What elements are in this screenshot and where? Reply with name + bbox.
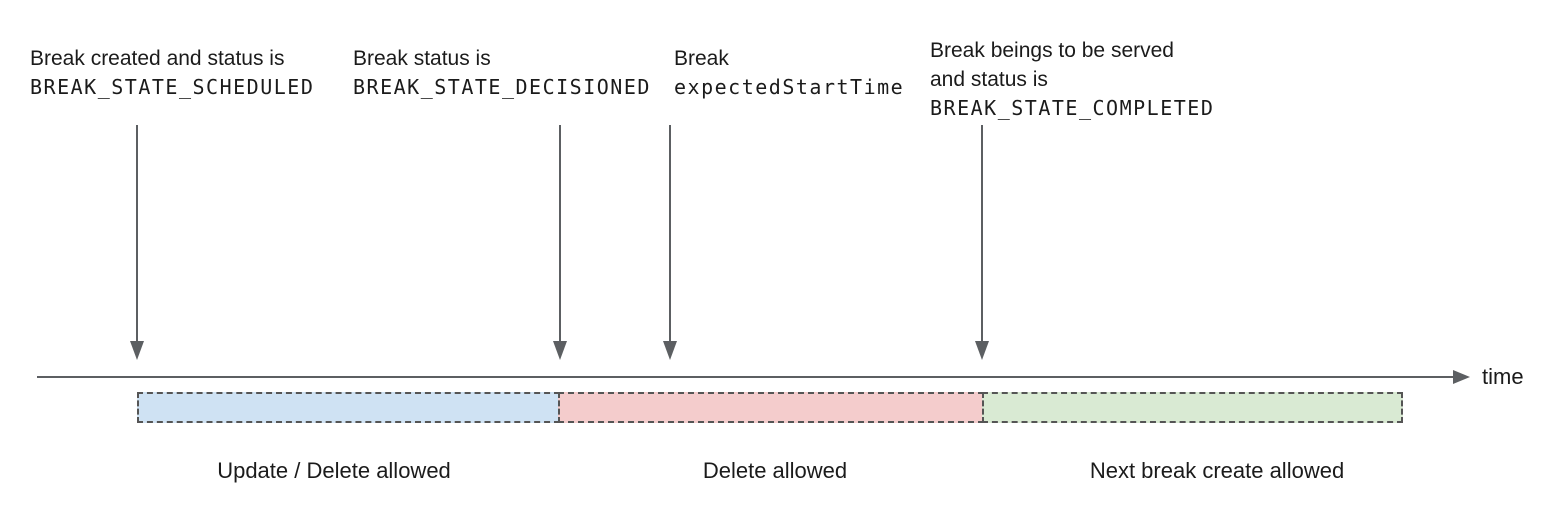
segment-label-update-delete: Update / Delete allowed (217, 458, 451, 483)
annotation-code-line: BREAK_STATE_COMPLETED (930, 96, 1215, 120)
annotation-text-line: Break (674, 47, 729, 70)
segment-label-next-break: Next break create allowed (1089, 458, 1345, 483)
arrow-down-icon (130, 341, 144, 360)
event-arrow-decisioned (553, 125, 567, 360)
arrow-down-icon (553, 341, 567, 360)
annotation-expected-start-time: Break expectedStartTime (674, 44, 904, 102)
arrow-down-icon (663, 341, 677, 360)
arrow-shaft (669, 125, 671, 341)
arrow-down-icon (975, 341, 989, 360)
annotation-text-line: Break status is (353, 47, 491, 70)
annotation-break-completed: Break beings to be served and status is … (930, 36, 1214, 123)
annotation-break-created: Break created and status is BREAK_STATE_… (30, 44, 314, 102)
annotation-code-line: BREAK_STATE_SCHEDULED (30, 75, 315, 99)
arrow-shaft (559, 125, 561, 341)
annotation-text-line: Break beings to be served (930, 39, 1174, 62)
arrow-shaft (136, 125, 138, 341)
annotation-code-line: BREAK_STATE_DECISIONED (353, 75, 651, 99)
time-axis-line (37, 376, 1453, 378)
arrow-right-icon (1453, 370, 1470, 384)
time-axis-label: time (1482, 364, 1524, 389)
annotation-code-line: expectedStartTime (674, 75, 905, 99)
annotation-text-line: and status is (930, 68, 1048, 91)
annotation-text-line: Break created and status is (30, 47, 285, 70)
segment-label-delete: Delete allowed (702, 458, 848, 483)
segment-delete-allowed (558, 392, 984, 423)
segment-next-break-create-allowed (982, 392, 1403, 423)
segment-update-delete-allowed (137, 392, 560, 423)
event-arrow-expected-start (663, 125, 677, 360)
annotation-break-decisioned: Break status is BREAK_STATE_DECISIONED (353, 44, 651, 102)
arrow-shaft (981, 125, 983, 341)
event-arrow-completed (975, 125, 989, 360)
event-arrow-scheduled (130, 125, 144, 360)
